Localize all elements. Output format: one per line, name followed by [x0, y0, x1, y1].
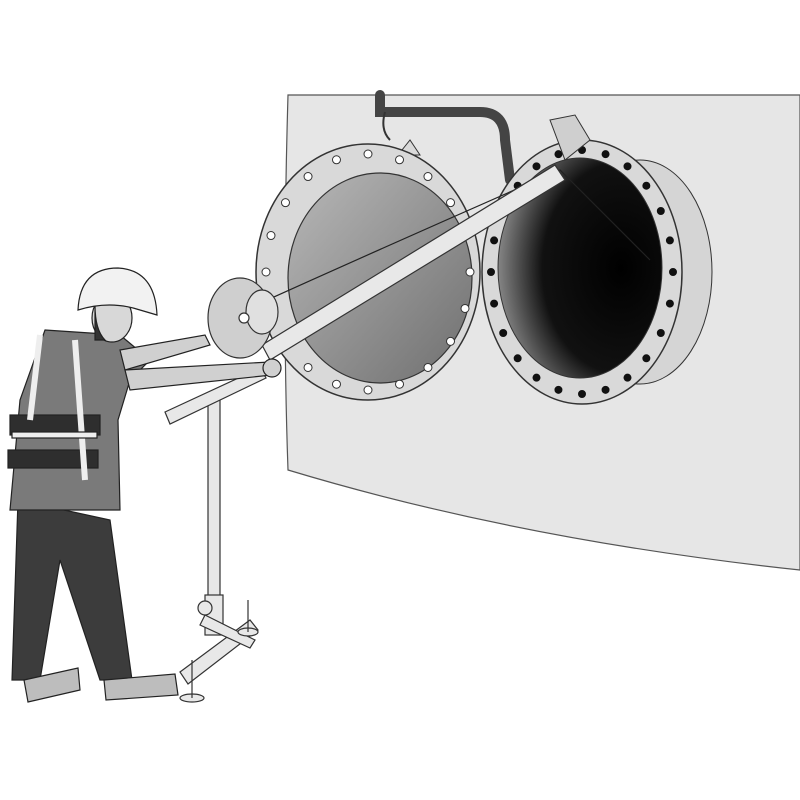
- manhole-opening: [481, 114, 713, 405]
- winch: [207, 277, 279, 359]
- bolt-hole: [656, 329, 665, 337]
- bolt-hole: [446, 198, 456, 208]
- bolt-hole: [665, 236, 674, 245]
- bolt-hole: [487, 268, 495, 276]
- bolt-hole: [446, 336, 456, 346]
- bolt-hole: [656, 207, 665, 215]
- bolt-hole: [395, 379, 405, 389]
- hose: [375, 90, 515, 185]
- bolt-hole: [623, 162, 632, 171]
- bolt-hole: [554, 150, 563, 159]
- bolt-hole: [331, 155, 341, 165]
- bolt-hole: [513, 354, 522, 363]
- bolt-hole: [490, 236, 499, 245]
- bolt-hole: [665, 299, 674, 308]
- bolt-hole: [423, 172, 433, 182]
- bolt-hole: [532, 373, 541, 382]
- bolt-hole: [532, 162, 541, 171]
- bolt-hole: [363, 385, 373, 395]
- bolt-hole: [303, 172, 313, 182]
- bolt-hole: [601, 150, 610, 159]
- bolt-hole: [578, 390, 586, 398]
- bolt-hole: [642, 181, 651, 190]
- bolt-hole: [623, 373, 632, 382]
- bolt-hole: [331, 379, 341, 389]
- davit-arm: [261, 164, 566, 361]
- bolt-hole: [423, 362, 433, 372]
- worker: [7, 267, 282, 703]
- bolt-hole: [499, 329, 508, 337]
- bolt-hole: [261, 267, 271, 277]
- davit-socket: [549, 114, 591, 161]
- bolt-hole: [363, 149, 373, 159]
- bolt-hole: [642, 354, 651, 363]
- bolt-hole: [669, 268, 677, 276]
- hose-hook: [382, 111, 391, 141]
- bolt-hole: [266, 231, 276, 241]
- bolt-hole: [280, 198, 290, 208]
- bolt-hole: [465, 267, 475, 277]
- bolt-hole: [303, 362, 313, 372]
- davit-mast: [164, 367, 267, 703]
- bolt-hole: [490, 299, 499, 308]
- bolt-hole: [460, 303, 470, 313]
- bolt-hole: [554, 385, 563, 394]
- bolt-hole: [395, 155, 405, 165]
- bolt-hole: [601, 385, 610, 394]
